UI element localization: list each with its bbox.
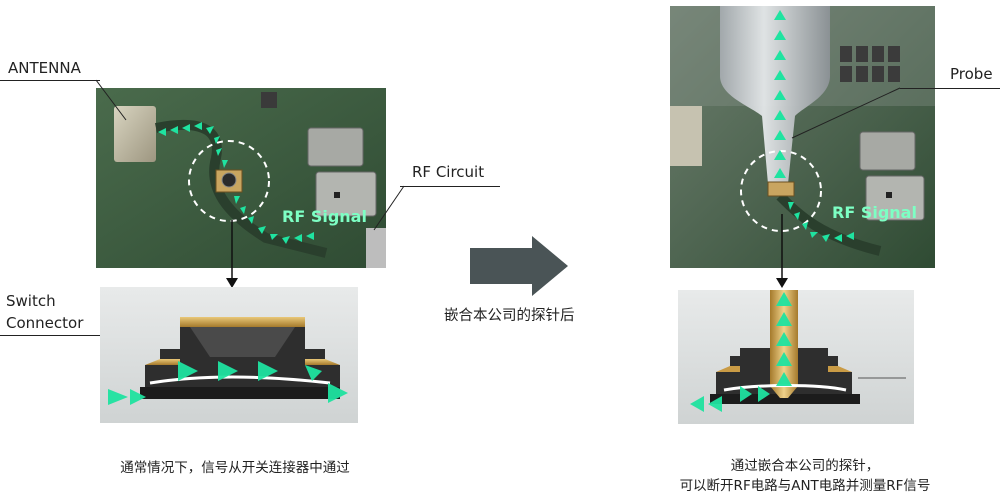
right-probe-photo: RF Signal — [670, 6, 935, 268]
antenna-pointer — [96, 79, 127, 121]
right-down-arrow — [776, 214, 788, 288]
probe-pointer — [791, 87, 901, 139]
switch-connector-label-2: Connector — [6, 314, 84, 332]
left-caption: 通常情况下，信号从开关连接器中通过 — [120, 460, 350, 476]
right-probe-signal — [774, 10, 854, 242]
rf-circuit-pointer — [373, 185, 405, 231]
left-connector-photo — [100, 287, 358, 423]
right-connector-photo — [678, 290, 914, 424]
probe-label: Probe — [950, 65, 993, 83]
middle-description: 嵌合本公司的探针后 — [444, 308, 575, 324]
antenna-label: ANTENNA — [8, 59, 81, 77]
probe-underline — [900, 88, 1000, 89]
right-caption-line2: 可以断开RF电路与ANT电路并测量RF信号 — [679, 478, 931, 494]
switch-connector-underline — [0, 335, 100, 336]
left-down-arrow — [226, 220, 238, 288]
left-pcb-photo: RF Signal — [96, 88, 386, 268]
left-signal-triangles — [158, 122, 314, 244]
rf-circuit-label: RF Circuit — [412, 163, 485, 181]
right-caption-line1: 通过嵌合本公司的探针， — [730, 458, 880, 474]
right-rf-signal-label: RF Signal — [832, 203, 917, 222]
big-right-arrow — [470, 236, 568, 296]
left-rf-signal-label: RF Signal — [282, 207, 367, 226]
antenna-underline — [0, 80, 100, 81]
rf-circuit-underline — [400, 186, 500, 187]
switch-connector-label-1: Switch — [6, 292, 56, 310]
right-connector-signal — [690, 292, 792, 412]
left-connector-signal — [108, 361, 348, 405]
